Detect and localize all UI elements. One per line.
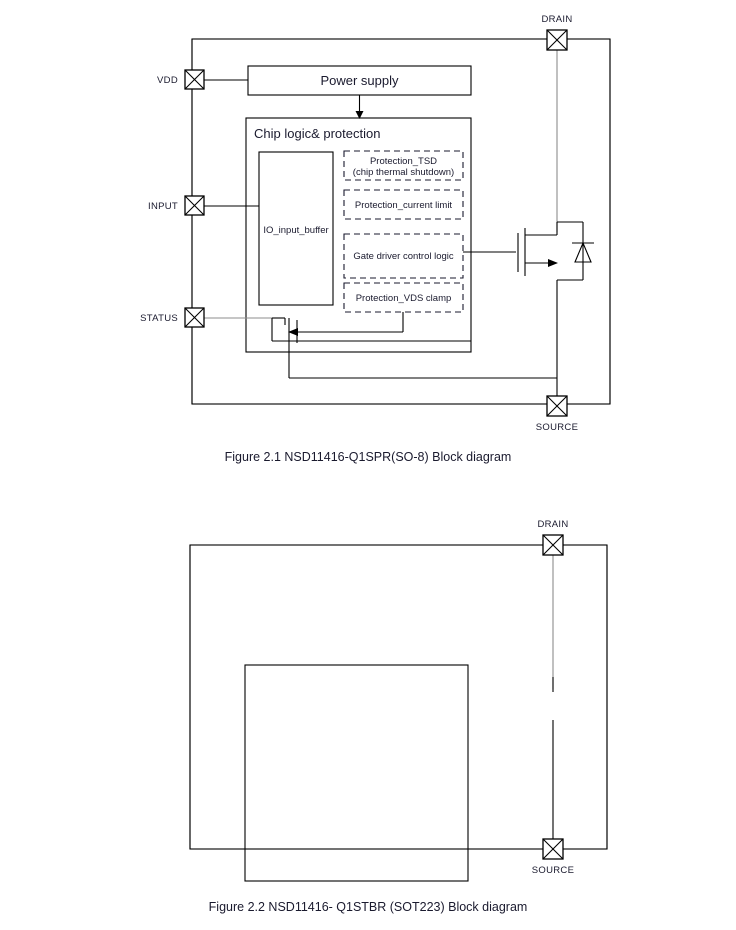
package-outline <box>191 38 611 405</box>
pin-input[interactable] <box>184 195 205 216</box>
gate-driver-label: Gate driver control logic <box>353 251 454 262</box>
chip-logic-label: Chip logic& protection <box>254 126 380 141</box>
pin-source[interactable] <box>546 395 568 417</box>
block-diagram-sot223: Chip logic& protection IO_input_buffer P… <box>0 482 736 930</box>
power-to-logic-arrow <box>355 111 364 119</box>
io-input-buffer-label: IO_input_buffer <box>263 225 328 236</box>
pin-status[interactable] <box>184 307 205 328</box>
power-mosfet-symbol <box>517 221 594 281</box>
figure-2-caption: Figure 2.2 NSD11416- Q1STBR (SOT223) Blo… <box>208 900 528 914</box>
figure-2-svg: Chip logic& protection IO_input_buffer P… <box>189 519 608 882</box>
io-input-buffer-box <box>258 151 334 306</box>
protection-tsd-box <box>343 150 464 181</box>
pin-label-input: INPUT <box>148 201 178 212</box>
pin-vdd[interactable] <box>184 69 205 90</box>
figure-1-caption: Figure 2.1 NSD11416-Q1SPR(SO-8) Block di… <box>224 450 512 464</box>
protection-tsd-label: Protection_TSD <box>370 156 437 167</box>
pin-label-drain: DRAIN <box>541 14 572 25</box>
figure-1-svg: Power supply Chip logic& protection IO_i… <box>140 14 611 433</box>
pin-source[interactable] <box>542 838 564 860</box>
pin-drain[interactable] <box>546 29 568 51</box>
pin-label-drain: DRAIN <box>537 519 568 530</box>
package-outline <box>189 544 608 850</box>
pin-drain[interactable] <box>542 534 564 556</box>
protection-vds-clamp-label: Protection_VDS clamp <box>356 293 452 304</box>
chip-logic-box <box>245 117 472 353</box>
pin-label-source: SOURCE <box>536 422 578 433</box>
status-mosfet-symbol <box>288 312 404 378</box>
gate-driver-box <box>343 233 464 279</box>
pin-label-status: STATUS <box>140 313 178 324</box>
protection-vds-clamp-box <box>343 282 464 313</box>
protection-current-limit-box <box>343 189 464 220</box>
protection-current-limit-label: Protection_current limit <box>355 200 453 211</box>
power-supply-label: Power supply <box>320 73 399 88</box>
block-diagram-so8: Power supply Chip logic& protection IO_i… <box>140 14 611 433</box>
protection-tsd-label-2: (chip thermal shutdown) <box>353 167 454 178</box>
chip-logic-box <box>244 664 469 882</box>
pin-label-vdd: VDD <box>157 75 178 86</box>
pin-label-source: SOURCE <box>532 865 574 876</box>
